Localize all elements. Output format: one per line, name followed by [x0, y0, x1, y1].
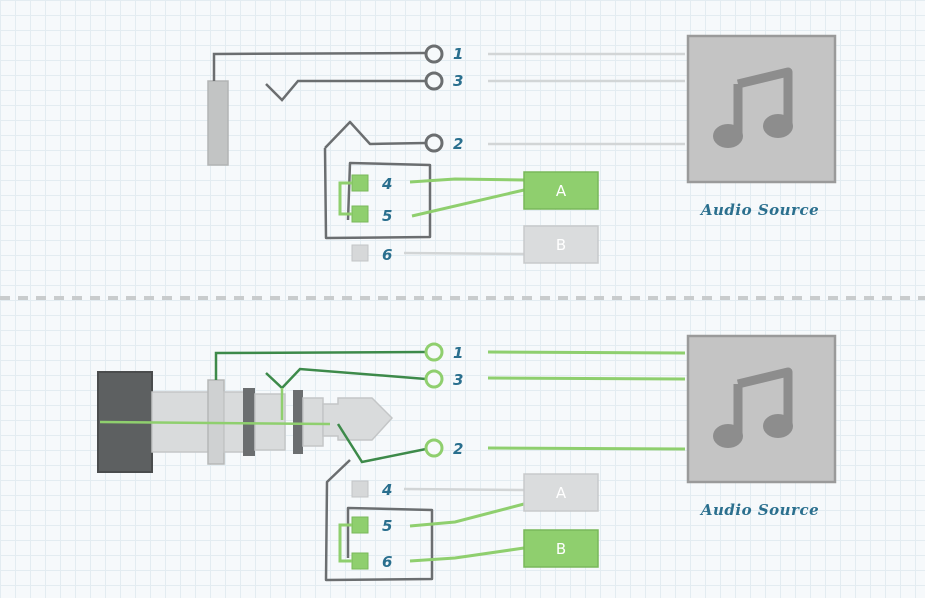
- bottom-box-b-label: B: [556, 540, 566, 558]
- bottom-pin-2-label: 2: [453, 440, 463, 458]
- bottom-pin-4-wire: [403, 487, 525, 492]
- top-contact-1-wire: [212, 51, 426, 81]
- top-pin-3-label: 3: [453, 72, 463, 90]
- top-audio-source-label: Audio Source: [699, 201, 819, 219]
- bottom-pin-2-terminal: [424, 438, 444, 458]
- bottom-pin-3-line: [487, 376, 686, 381]
- top-pin-3-terminal: [424, 71, 444, 91]
- top-box-b-label: B: [556, 236, 566, 254]
- top-pin-6-wire: [403, 251, 525, 256]
- bottom-box-b: [523, 529, 599, 568]
- bottom-pin-1-label: 1: [453, 344, 463, 362]
- bottom-ring-lead: [265, 367, 427, 390]
- bottom-plug-wire: [99, 420, 331, 426]
- bottom-pin-3-label: 3: [453, 371, 463, 389]
- top-pin-5-label: 5: [382, 207, 392, 225]
- top-diagram: A B 1 3 2 4 5 6 Audio Source: [207, 34, 837, 264]
- bottom-pin-56-bridge: [338, 523, 352, 563]
- top-pin-6-square: [351, 244, 369, 262]
- bottom-tip-lead: [336, 423, 427, 464]
- bottom-pin-1-line: [487, 350, 686, 355]
- bottom-pin-5-label: 5: [382, 517, 392, 535]
- top-pin-4-label: 4: [381, 175, 392, 193]
- bottom-pin-4-label: 4: [381, 481, 392, 499]
- top-pin-2-label: 2: [453, 135, 463, 153]
- top-pin-1-terminal: [424, 44, 444, 64]
- bottom-audio-source-box: [686, 334, 837, 484]
- bottom-pin-3-terminal: [424, 369, 444, 389]
- bottom-diagram: A B 1 3 2 4 5 6 Audio Source: [97, 334, 837, 582]
- top-pin-45-bridge: [338, 181, 352, 216]
- bottom-switch-frame: [324, 459, 434, 582]
- top-box-a-label: A: [556, 182, 567, 200]
- top-audio-source-box: [686, 34, 837, 184]
- top-pin-1-label: 1: [453, 45, 463, 63]
- bottom-box-a-label: A: [556, 484, 567, 502]
- top-switch-frame: [323, 120, 432, 240]
- top-pin-2-terminal: [424, 133, 444, 153]
- top-box-b: [523, 225, 599, 264]
- top-box-a: [523, 171, 599, 210]
- audio-plug-icon: [97, 371, 394, 473]
- top-pin-5-square: [351, 205, 369, 223]
- top-pin-5-wire: [411, 188, 525, 218]
- bottom-box-a: [523, 473, 599, 512]
- bottom-pin-5-wire: [409, 502, 525, 528]
- bottom-pin-1-terminal: [424, 342, 444, 362]
- top-pin-4-square: [351, 174, 369, 192]
- bottom-pin-5-square: [351, 516, 369, 534]
- bottom-sleeve-lead: [214, 350, 426, 380]
- bottom-audio-source-label: Audio Source: [699, 501, 819, 519]
- top-contact-bar: [207, 80, 229, 166]
- top-contact-3-wire: [265, 79, 426, 102]
- bottom-pin-6-label: 6: [382, 553, 392, 571]
- bottom-pin-4-square: [351, 480, 369, 498]
- bottom-pin-6-wire: [409, 546, 525, 563]
- bottom-pin-6-square: [351, 552, 369, 570]
- top-pin-6-label: 6: [382, 246, 392, 264]
- bottom-pin-2-line: [487, 446, 686, 451]
